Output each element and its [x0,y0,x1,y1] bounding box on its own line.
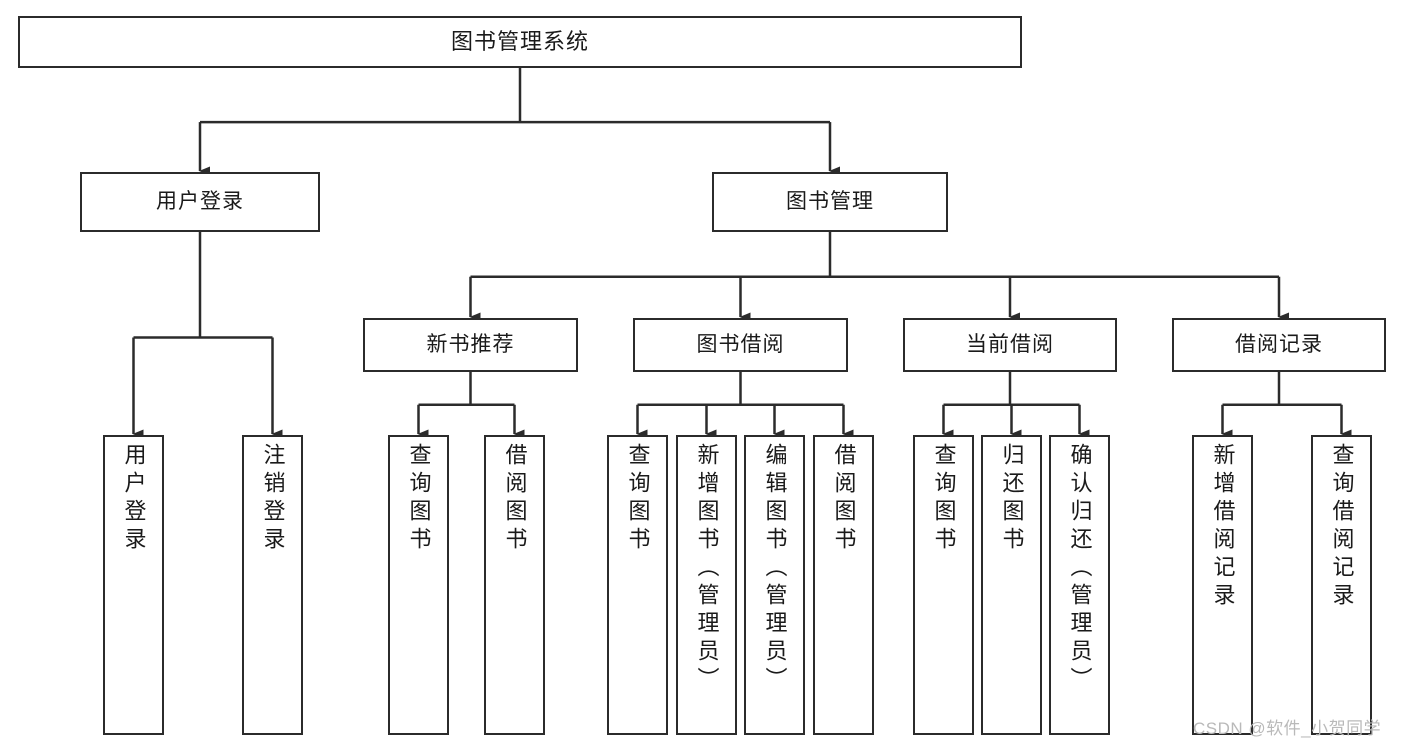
node-bookmgmt: 图书管理 [712,172,948,232]
node-leaf13: 查询借阅记录 [1311,435,1372,735]
node-label: 图书管理 [786,189,874,213]
node-label: 借阅图书 [502,443,528,555]
node-label: 图书借阅 [696,332,785,356]
node-label: 新增图书（管理员） [694,443,720,695]
node-label: 归还图书 [999,443,1025,555]
node-label: 编辑图书（管理员） [762,443,788,695]
node-label: 用户登录 [121,443,147,555]
node-label: 用户登录 [156,189,244,213]
node-label: 当前借阅 [966,332,1054,356]
node-borrow: 图书借阅 [633,318,848,372]
node-label: 查询借阅记录 [1329,443,1355,611]
node-current: 当前借阅 [903,318,1117,372]
node-label: 查询图书 [406,443,432,555]
node-leaf11: 确认归还（管理员） [1049,435,1110,735]
node-leaf7: 编辑图书（管理员） [744,435,805,735]
node-leaf3: 查询图书 [388,435,449,735]
node-label: 图书管理系统 [450,28,589,54]
node-leaf2: 注销登录 [242,435,303,735]
node-label: 查询图书 [931,443,957,555]
node-leaf5: 查询图书 [607,435,668,735]
node-leaf8: 借阅图书 [813,435,874,735]
node-label: 查询图书 [625,443,651,555]
watermark: CSDN @软件_小贺同学 [1193,719,1382,738]
node-label: 注销登录 [260,443,286,555]
node-leaf1: 用户登录 [103,435,164,735]
node-leaf6: 新增图书（管理员） [676,435,737,735]
node-label: 新增借阅记录 [1210,443,1236,611]
node-login: 用户登录 [80,172,320,232]
node-label: 确认归还（管理员） [1067,443,1093,695]
node-label: 借阅记录 [1235,332,1323,356]
node-newbook: 新书推荐 [363,318,578,372]
node-leaf10: 归还图书 [981,435,1042,735]
node-records: 借阅记录 [1172,318,1386,372]
node-leaf12: 新增借阅记录 [1192,435,1253,735]
node-label: 借阅图书 [831,443,857,555]
node-leaf9: 查询图书 [913,435,974,735]
node-leaf4: 借阅图书 [484,435,545,735]
node-label: 新书推荐 [426,332,515,356]
node-root: 图书管理系统 [18,16,1022,68]
